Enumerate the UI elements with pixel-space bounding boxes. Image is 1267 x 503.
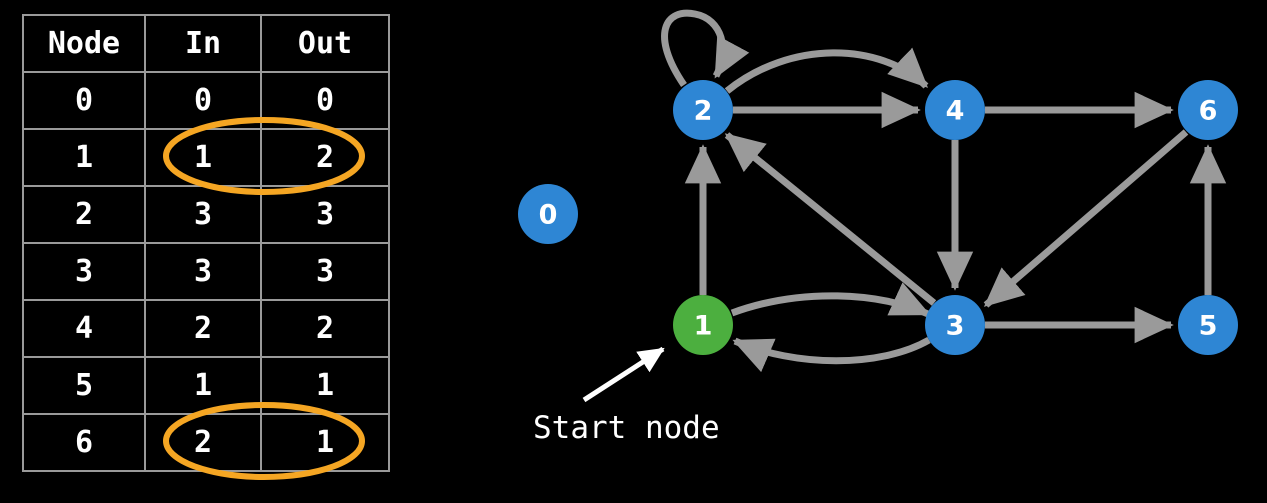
edge-layer	[661, 9, 1227, 373]
table-row: 4 2 2	[22, 299, 390, 358]
column-header-node: Node	[22, 14, 146, 73]
edge-6-to-3	[983, 129, 1189, 308]
node-4[interactable]: 4	[925, 80, 985, 140]
node-6[interactable]: 6	[1178, 80, 1238, 140]
cell-node: 5	[22, 356, 146, 415]
column-header-in: In	[144, 14, 262, 73]
table-header-row: Node In Out	[22, 14, 390, 73]
start-node-label: Start node	[533, 410, 720, 446]
node-0-label: 0	[539, 200, 558, 231]
node-4-label: 4	[946, 96, 965, 127]
node-1-label: 1	[694, 311, 713, 342]
start-node-annotation: Start node	[533, 346, 720, 446]
column-header-out: Out	[260, 14, 390, 73]
cell-in: 3	[144, 242, 262, 301]
edge-2-to-2	[661, 9, 750, 87]
table-row: 3 3 3	[22, 242, 390, 301]
node-5-label: 5	[1199, 311, 1218, 342]
cell-out: 3	[260, 242, 390, 301]
edge-2-to-4-curved	[724, 47, 929, 94]
node-6-label: 6	[1199, 96, 1218, 127]
node-2[interactable]: 2	[673, 80, 733, 140]
node-2-label: 2	[694, 96, 713, 127]
node-1[interactable]: 1	[673, 295, 733, 355]
edge-3-to-1-curved	[732, 336, 931, 373]
cell-out: 2	[260, 299, 390, 358]
cell-node: 0	[22, 71, 146, 130]
edge-3-to-2	[724, 132, 937, 306]
node-5[interactable]: 5	[1178, 295, 1238, 355]
cell-node: 1	[22, 128, 146, 187]
cell-node: 4	[22, 299, 146, 358]
cell-node: 6	[22, 413, 146, 472]
node-3[interactable]: 3	[925, 295, 985, 355]
cell-node: 2	[22, 185, 146, 244]
node-0[interactable]: 0	[518, 184, 578, 244]
start-node-pointer-arrow	[582, 346, 665, 403]
edge-1-to-3-curved	[730, 282, 931, 318]
cell-node: 3	[22, 242, 146, 301]
node-3-label: 3	[946, 311, 965, 342]
cell-in: 2	[144, 299, 262, 358]
node-layer: 0 1 2 3 4 5 6	[518, 80, 1238, 355]
